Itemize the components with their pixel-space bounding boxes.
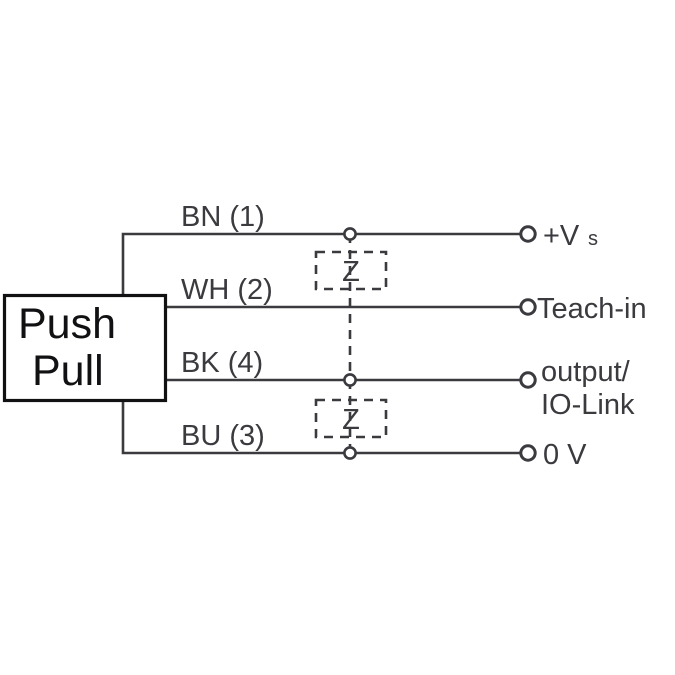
push-pull-label-line2: Pull xyxy=(32,347,104,395)
terminal-vs[interactable] xyxy=(519,225,537,243)
junction-node-bk xyxy=(343,373,357,387)
conductor-label-bn: BN (1) xyxy=(181,201,265,233)
terminal-output-io-link[interactable] xyxy=(519,371,537,389)
conductor-label-wh: WH (2) xyxy=(181,274,273,306)
terminal-label-io-link: IO-Link xyxy=(541,389,635,421)
suppressor-label-bottom: Z xyxy=(342,404,360,436)
terminal-label-output: output/ xyxy=(541,356,631,388)
terminal-0v[interactable] xyxy=(519,444,537,462)
push-pull-label-line1: Push xyxy=(18,300,116,348)
suppressor-network: Z Z xyxy=(314,234,388,453)
junction-nodes xyxy=(343,227,357,460)
push-pull-block xyxy=(2,293,168,403)
junction-node-bn xyxy=(343,227,357,241)
terminal-label-vs: +V xyxy=(543,220,580,252)
terminal-label-vs-subscript: s xyxy=(588,228,598,250)
conductor-label-bu: BU (3) xyxy=(181,420,265,452)
terminal-label-0v: 0 V xyxy=(543,439,587,471)
junction-node-bu xyxy=(343,446,357,460)
suppressor-box-bottom xyxy=(314,398,388,439)
conductor-label-bk: BK (4) xyxy=(181,347,263,379)
conductor-labels: BN (1) WH (2) BK (4) BU (3) xyxy=(181,201,273,452)
terminal-labels: +V s Teach-in output/ IO-Link 0 V xyxy=(537,220,647,471)
terminals xyxy=(519,225,537,462)
terminal-teach-in[interactable] xyxy=(519,298,537,316)
suppressor-label-top: Z xyxy=(342,256,360,288)
terminal-label-teach-in: Teach-in xyxy=(537,293,647,325)
suppressor-box-top xyxy=(314,250,388,291)
